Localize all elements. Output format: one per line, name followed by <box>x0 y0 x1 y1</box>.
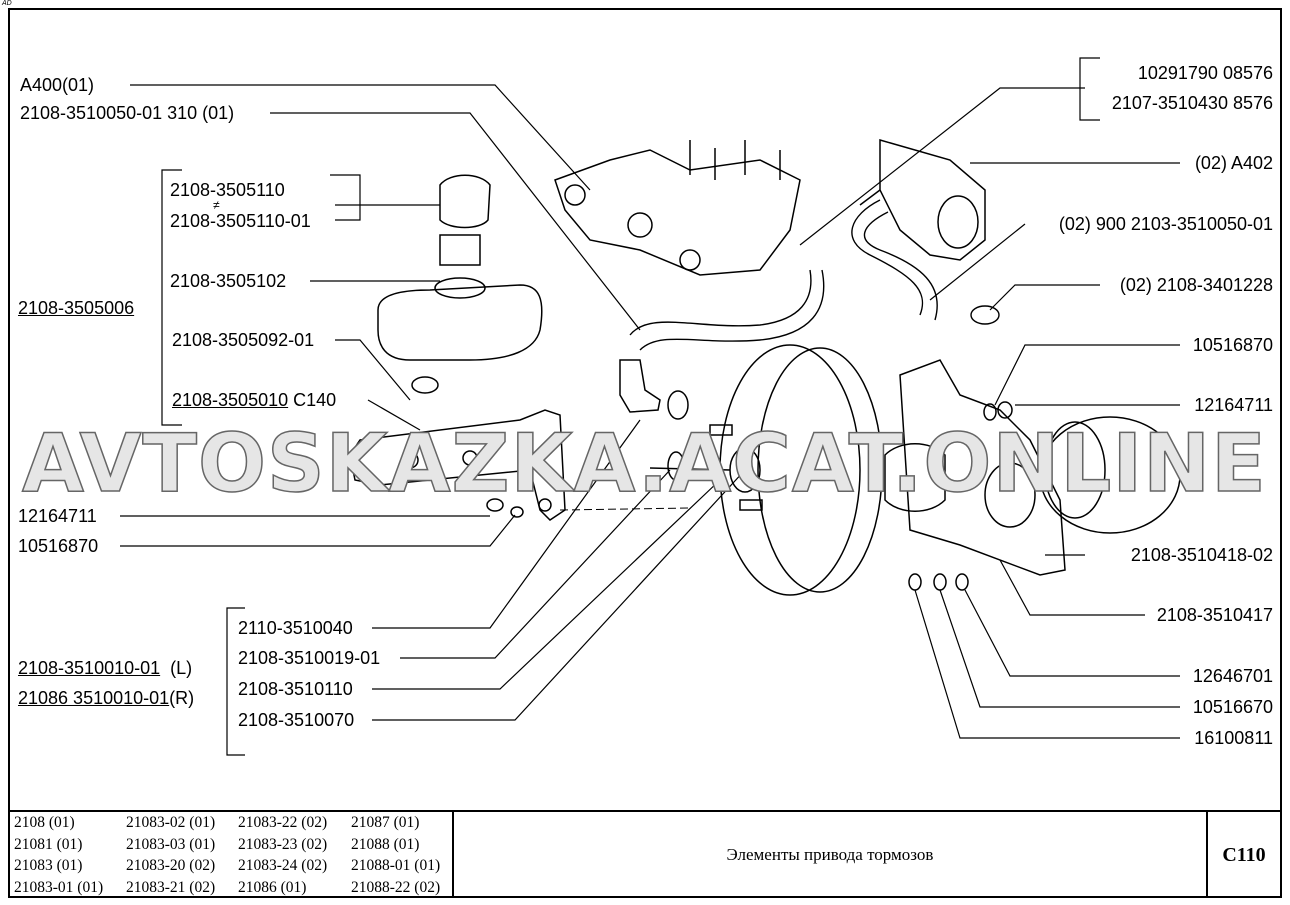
model-list: 2108 (01) 21083-02 (01) 21083-22 (02) 21… <box>8 812 454 898</box>
intake-manifold <box>554 140 801 276</box>
model-item: 21088-22 (02) <box>351 878 441 896</box>
label-master-cylinder-left: 2108-3510010-01 (L) <box>18 658 192 678</box>
reservoir-code: 2108-3505010 <box>172 390 289 410</box>
model-item: 21083-20 (02) <box>126 857 216 874</box>
label-b3: 16100811 <box>1194 728 1273 748</box>
model-item: 21083-02 (01) <box>126 814 216 831</box>
label-p4: 2108-3510070 <box>238 710 355 730</box>
label-b2: 10516670 <box>1192 697 1273 717</box>
label-p3: 2108-3510110 <box>238 679 353 699</box>
label-cap: 2108-3505110 <box>170 180 285 200</box>
master-cylinder <box>349 359 689 521</box>
brackets <box>161 57 1100 756</box>
label-hose2: (02) 900 2103-3510050-01 <box>1058 214 1273 234</box>
label-hose: 2108-3510050-01 310 (01) <box>20 103 235 123</box>
vacuum-hoses <box>629 199 1000 351</box>
leader-lines <box>120 84 1180 739</box>
not-equal-sign: ≠ <box>213 198 220 212</box>
mc-left-code: 2108-3510010-01 <box>18 658 161 678</box>
label-washer-right: 10516870 <box>1192 335 1273 355</box>
model-item: 2108 (01) <box>14 814 75 831</box>
model-item: 21083-01 (01) <box>14 878 104 896</box>
label-washer: 10516870 <box>18 536 99 556</box>
corner-mark: AD <box>2 0 12 7</box>
label-cap-alt: 2108-3505110-01 <box>170 211 311 231</box>
model-item: 21083-22 (02) <box>238 814 328 831</box>
model-item: 21083-23 (02) <box>238 835 328 853</box>
air-filter-housing <box>859 139 986 261</box>
drawing-frame <box>8 8 1282 898</box>
model-item: 21086 (01) <box>238 878 307 896</box>
label-p1: 2110-3510040 <box>238 618 353 638</box>
model-item: 21088 (01) <box>351 835 420 853</box>
title-block: 2108 (01) 21083-02 (01) 21083-22 (02) 21… <box>8 810 1282 898</box>
mc-right-code: 21086 3510010-01 <box>18 688 170 708</box>
label-reservoir-assembly: 2108-3505006 <box>18 298 135 318</box>
model-item: 21083-21 (02) <box>126 878 216 896</box>
brake-fluid-reservoir <box>377 174 543 394</box>
label-a400: A400(01) <box>20 75 95 95</box>
label-filter: 2108-3505102 <box>170 271 287 291</box>
axis-line <box>559 507 691 511</box>
label-bracket: 2108-3510418-02 <box>1130 545 1273 565</box>
label-a402: (02) A402 <box>1194 153 1273 173</box>
model-item: 21083-24 (02) <box>238 857 328 874</box>
label-clamp2: 2107-3510430 8576 <box>1111 93 1273 113</box>
model-item: 21088-01 (01) <box>351 857 441 874</box>
label-reservoir-seal: 2108-3505092-01 <box>172 330 315 350</box>
label-nut-right: 12164711 <box>1194 395 1273 415</box>
diagram-title: Элементы привода тормозов <box>454 812 1208 898</box>
diagram-code: C110 <box>1222 843 1266 866</box>
model-item: 21083-03 (01) <box>126 835 216 853</box>
label-b1: 12646701 <box>1192 666 1273 686</box>
label-bracket2: 2108-3510417 <box>1156 605 1273 625</box>
model-item: 21087 (01) <box>351 814 420 831</box>
mc-left-suffix: (L) <box>170 658 193 678</box>
label-reservoir: 2108-3505010 C140 <box>172 390 336 410</box>
watermark: AVTOSKAZKA.ACAT.ONLINE <box>21 417 1267 510</box>
model-item: 21081 (01) <box>14 835 83 853</box>
label-nut: 12164711 <box>18 506 97 526</box>
mc-right-suffix: (R) <box>169 688 195 708</box>
label-p2: 2108-3510019-01 <box>238 648 381 668</box>
reservoir-suffix: C140 <box>293 390 337 410</box>
label-clamp1: 10291790 08576 <box>1137 63 1273 83</box>
booster-bracket <box>899 359 1181 591</box>
model-item: 21083 (01) <box>14 857 83 874</box>
label-clip: (02) 2108-3401228 <box>1119 275 1273 295</box>
label-master-cylinder-right: 21086 3510010-01(R) <box>18 688 194 708</box>
